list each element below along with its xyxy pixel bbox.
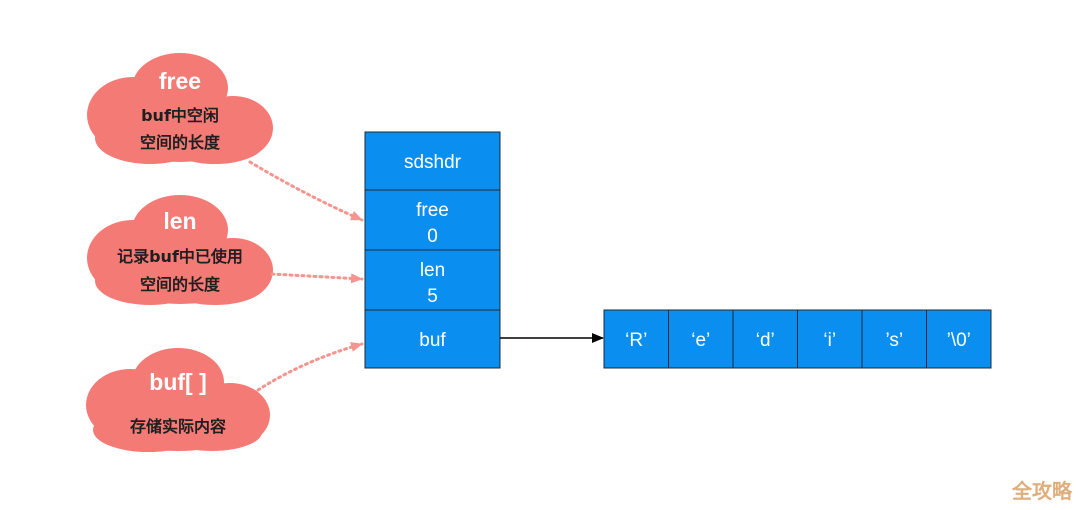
cloud-len-line: 空间的长度 bbox=[140, 275, 221, 294]
watermark: 全攻略 bbox=[1012, 479, 1072, 503]
buffer-cell-text: ‘i’ bbox=[823, 330, 836, 351]
sdshdr-header-cell bbox=[364, 131, 501, 191]
cloud-free-line: 空间的长度 bbox=[140, 133, 221, 152]
connector-free bbox=[248, 160, 364, 222]
cloud-free bbox=[87, 53, 273, 164]
cloud-len-title: len bbox=[163, 208, 196, 234]
buf-field-cell bbox=[364, 309, 501, 369]
cloud-buf bbox=[86, 348, 270, 452]
cloud-len bbox=[87, 195, 273, 305]
len-field-label: len bbox=[420, 260, 445, 281]
buffer-array: ‘R’ ‘e’ ‘d’ ‘i’ ’s’ ’\0’ bbox=[603, 309, 992, 369]
free-field-cell bbox=[364, 189, 501, 251]
cloud-buf-title: buf[ ] bbox=[149, 369, 206, 395]
buffer-cell bbox=[861, 309, 927, 369]
sdshdr-header-label: sdshdr bbox=[404, 152, 462, 173]
sdshdr-struct: sdshdr free 0 len 5 buf bbox=[364, 131, 501, 369]
buffer-cell-text: ‘e’ bbox=[691, 330, 710, 351]
buffer-cell-text: ‘R’ bbox=[625, 330, 647, 351]
buf-field-label: buf bbox=[419, 330, 446, 351]
cloud-free-title: free bbox=[159, 68, 201, 94]
cloud-free-line: buf中空闲 bbox=[141, 106, 219, 125]
buffer-cell bbox=[926, 309, 992, 369]
buffer-cell-text: ’\0’ bbox=[947, 330, 971, 351]
len-field-value: 5 bbox=[427, 286, 438, 307]
connector-buf bbox=[256, 342, 364, 392]
cloud-len-line: 记录buf中已使用 bbox=[117, 247, 243, 266]
buffer-cell bbox=[668, 309, 734, 369]
free-field-label: free bbox=[416, 200, 449, 221]
buffer-cell-text: ‘d’ bbox=[756, 330, 775, 351]
len-field-cell bbox=[364, 249, 501, 311]
cloud-buf-line: 存储实际内容 bbox=[130, 417, 226, 436]
free-field-value: 0 bbox=[427, 226, 438, 247]
buffer-cell-text: ’s’ bbox=[885, 330, 903, 351]
connector-len bbox=[270, 272, 364, 284]
